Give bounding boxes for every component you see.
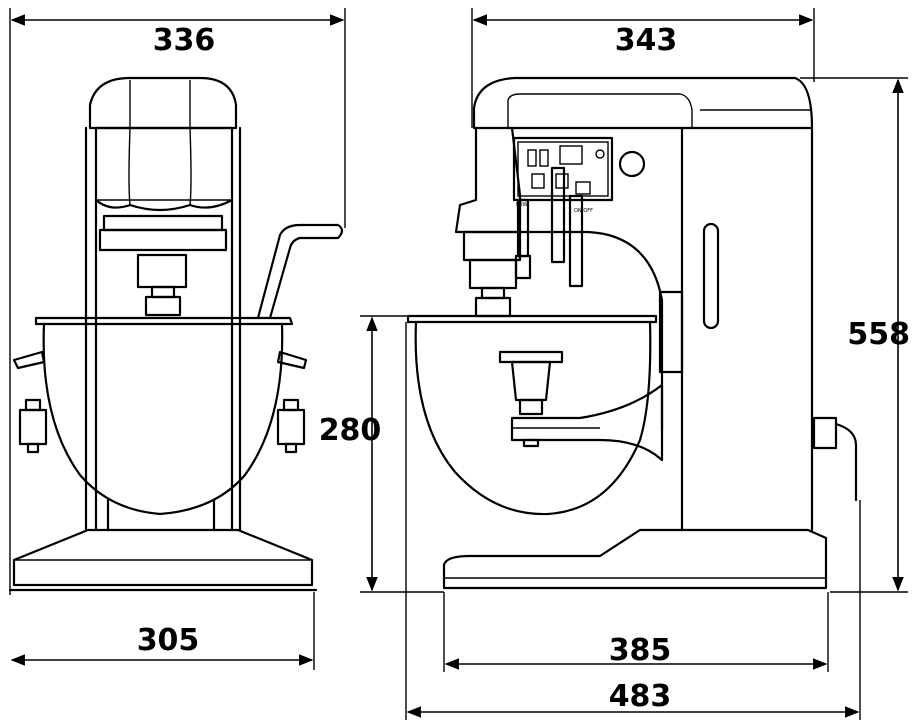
front-view	[8, 76, 344, 592]
front-head-body	[94, 126, 234, 212]
side-spindle	[474, 296, 512, 318]
speed-display	[559, 145, 583, 165]
side-body-handle[interactable]	[702, 222, 720, 330]
side-head-top	[472, 76, 814, 130]
dim-side-width-top: 343	[615, 23, 678, 58]
dim-bowl-height: 280	[319, 413, 382, 448]
side-base	[442, 528, 828, 590]
side-bowl-rim	[406, 314, 658, 324]
front-base	[12, 528, 314, 587]
switch-label-low: LOW	[516, 202, 528, 208]
dim-side-base-width: 385	[609, 633, 672, 668]
side-view: LOW ON/OFF	[406, 76, 858, 590]
dim-front-base-width: 305	[137, 623, 200, 658]
side-bowl	[414, 320, 652, 516]
front-lift-handle	[256, 223, 344, 320]
front-spindle	[136, 253, 188, 289]
front-bowl	[42, 322, 284, 516]
dimension-lines	[9, 8, 908, 720]
dim-front-width-top: 336	[153, 23, 216, 58]
front-gear-block	[98, 228, 228, 252]
dimension-labels: 336 343 558 280 305 385 483	[137, 23, 910, 714]
dim-overall-depth: 483	[609, 679, 672, 714]
onoff-lever[interactable]	[568, 194, 584, 288]
speed-lever[interactable]	[550, 166, 566, 264]
front-head-cap	[88, 76, 238, 130]
front-bowl-rim	[34, 316, 294, 326]
dim-total-height: 558	[847, 317, 910, 352]
switch-label-onoff: ON/OFF	[574, 208, 593, 214]
bowl-arm	[510, 383, 664, 462]
side-control-knob[interactable]	[618, 150, 646, 178]
